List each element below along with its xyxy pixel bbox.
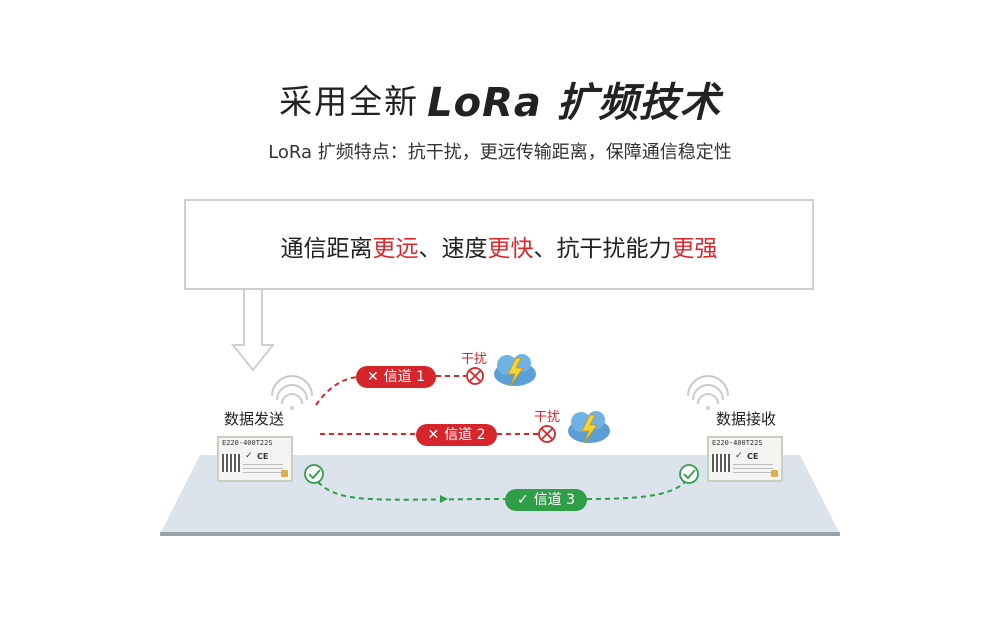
callout-highlight: 更远 <box>372 236 419 262</box>
callout-part: 通信距离 <box>280 236 373 262</box>
title-bold: LoRa 扩频技术 <box>427 80 721 126</box>
callout-highlight: 更强 <box>671 236 718 262</box>
platform <box>160 455 840 534</box>
ce-mark: CE <box>747 452 759 461</box>
wifi-icon-receiver <box>687 375 729 410</box>
module-pin <box>281 470 288 477</box>
channel-1-badge: ✕信道 1 <box>356 366 436 388</box>
check-icon-receiver <box>679 464 699 484</box>
module-pin <box>771 470 778 477</box>
wifi-icon-sender <box>271 375 313 410</box>
title-normal: 采用全新 <box>279 82 420 121</box>
check-icon-sender <box>304 464 324 484</box>
check-icon: ✓ <box>516 492 529 508</box>
module-fine-print <box>243 464 283 476</box>
sender-module: E220-400T22S ✓ CE <box>217 436 293 482</box>
receiver-label: 数据接收 <box>716 410 777 428</box>
channel-1-label: 信道 1 <box>383 369 426 385</box>
channel-2-badge: ✕信道 2 <box>416 424 497 446</box>
channel-3-badge: ✓信道 3 <box>505 489 587 511</box>
ce-mark: CE <box>257 452 269 461</box>
channel-1-line <box>315 376 359 406</box>
channel-3-line-right <box>586 480 687 500</box>
interference-label-1: 干扰 <box>461 352 488 367</box>
qr-code-icon <box>712 454 730 472</box>
channel-3-arrow <box>440 495 448 503</box>
qr-code-icon <box>222 454 240 472</box>
module-model: E220-400T22S <box>222 439 273 447</box>
checkmark-icon: ✓ <box>245 451 253 461</box>
x-icon: ✕ <box>366 369 379 385</box>
callout-part: 、抗干扰能力 <box>533 236 672 262</box>
callout-arrow <box>230 289 276 372</box>
channel-3-label: 信道 3 <box>533 492 576 508</box>
callout-part: 、速度 <box>418 236 488 262</box>
storm-cloud-icon-2 <box>568 411 610 444</box>
block-icon-1 <box>466 367 484 385</box>
callout-highlight: 更快 <box>487 236 534 262</box>
platform-edge <box>160 532 840 536</box>
channel-2-label: 信道 2 <box>444 427 486 443</box>
callout-text: 通信距离更远、速度更快、抗干扰能力更强 <box>186 229 812 263</box>
sender-label: 数据发送 <box>224 410 285 428</box>
module-model: E220-400T22S <box>712 439 763 447</box>
page-subtitle: LoRa 扩频特点：抗干扰，更远传输距离，保障通信稳定性 <box>268 142 732 163</box>
storm-cloud-icon-1 <box>494 354 536 387</box>
module-fine-print <box>733 464 773 476</box>
block-icon-2 <box>538 425 556 443</box>
interference-label-2: 干扰 <box>534 410 561 425</box>
checkmark-icon: ✓ <box>735 451 743 461</box>
receiver-module: E220-400T22S ✓ CE <box>707 436 783 482</box>
feature-callout: 通信距离更远、速度更快、抗干扰能力更强 <box>184 199 814 290</box>
x-icon: ✕ <box>427 427 440 443</box>
channel-3-line-left <box>317 481 506 501</box>
